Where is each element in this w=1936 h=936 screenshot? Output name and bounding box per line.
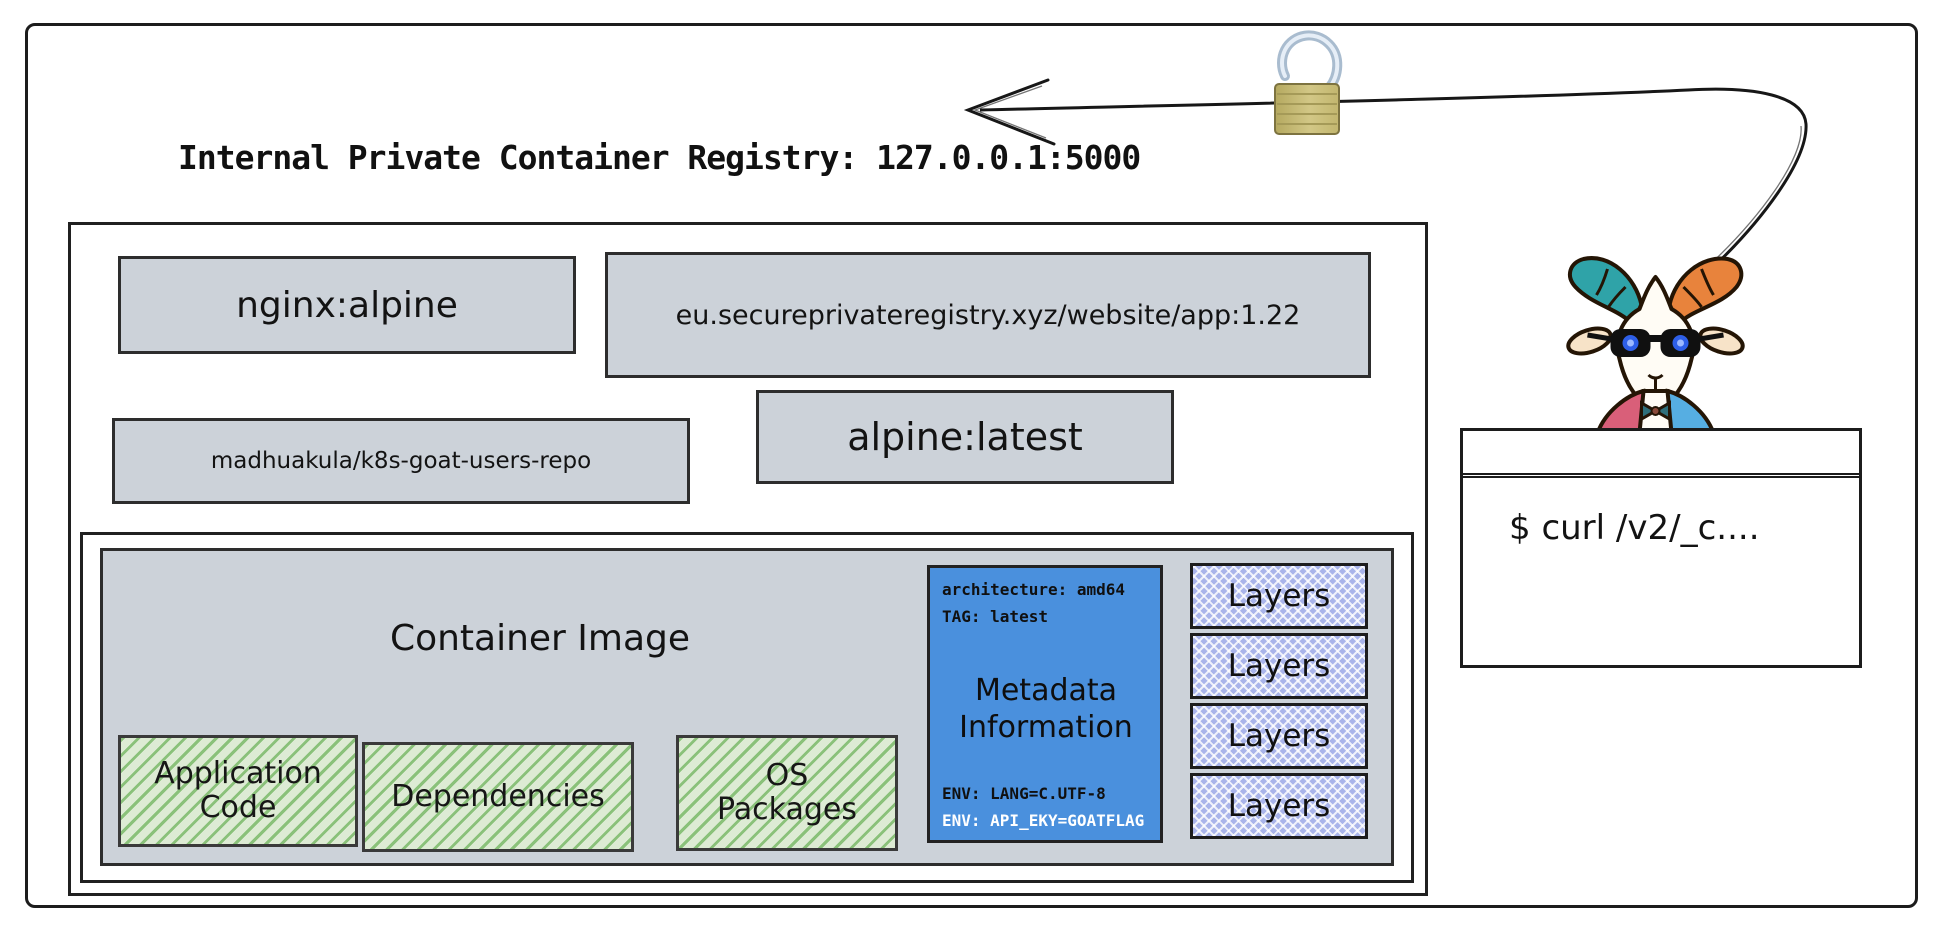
layer-box: Layers — [1190, 563, 1368, 629]
terminal-command: $ curl /v2/_c.... — [1509, 508, 1760, 548]
k8s-goat-mascot-icon — [1566, 256, 1745, 433]
metadata-tag: TAG: latest — [942, 607, 1048, 626]
component-label: Dependencies — [391, 779, 605, 815]
terminal-window: $ curl /v2/_c.... — [1460, 428, 1862, 668]
component-application-code: Application Code — [118, 735, 358, 847]
outer-frame — [25, 23, 1918, 908]
image-tag-nginx-alpine: nginx:alpine — [118, 256, 576, 354]
metadata-env-api-key: ENV: API_EKY=GOATFLAG — [942, 811, 1145, 830]
component-label: Application Code — [154, 756, 322, 825]
layer-box: Layers — [1190, 703, 1368, 769]
registry-title: Internal Private Container Registry: 127… — [178, 138, 1141, 177]
component-dependencies: Dependencies — [362, 742, 634, 852]
metadata-information-box: architecture: amd64 TAG: latest Metadata… — [927, 565, 1163, 843]
container-image-title: Container Image — [389, 618, 691, 659]
metadata-heading: Metadata Information — [959, 672, 1133, 746]
metadata-architecture: architecture: amd64 — [942, 580, 1126, 599]
image-tag-eu-secureprivateregistry: eu.secureprivateregistry.xyz/website/app… — [605, 252, 1371, 378]
layer-box: Layers — [1190, 633, 1368, 699]
image-tag-madhuakula-repo: madhuakula/k8s-goat-users-repo — [112, 418, 690, 504]
layer-box: Layers — [1190, 773, 1368, 839]
image-tag-alpine-latest: alpine:latest — [756, 390, 1174, 484]
terminal-titlebar — [1463, 431, 1859, 478]
component-label: OS Packages — [717, 758, 857, 827]
component-os-packages: OS Packages — [676, 735, 898, 851]
unlocked-padlock-icon — [1274, 30, 1343, 135]
layers-stack: Layers Layers Layers Layers — [1190, 563, 1368, 839]
metadata-env-lang: ENV: LANG=C.UTF-8 — [942, 784, 1106, 803]
